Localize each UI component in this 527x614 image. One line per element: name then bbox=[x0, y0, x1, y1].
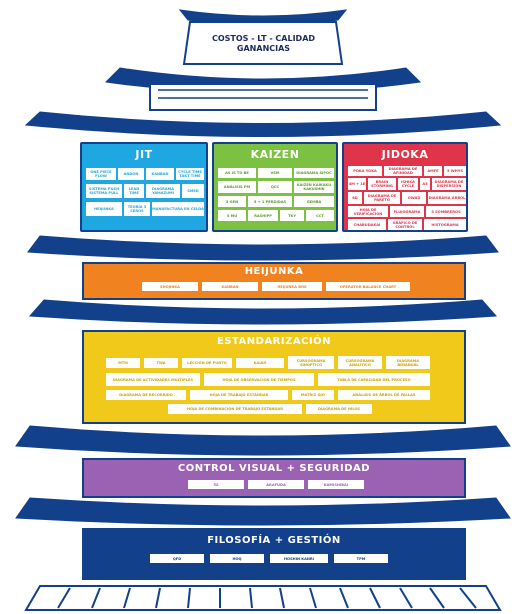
estandarizacion-item: TABLA DE CAPACIDAD DEL PROCESO bbox=[318, 373, 430, 386]
estandarizacion-item: ANÁLISIS DE ÁRBOL DE FALLAS bbox=[338, 390, 430, 400]
jidoka-item: 5 WHYS bbox=[444, 166, 466, 176]
jit-item: HEIJUNKA bbox=[86, 202, 122, 216]
estandarizacion-item: HOJA DE OBSERVACIÓN DE TIEMPOS bbox=[204, 373, 314, 386]
title-line-2: GANANCIAS bbox=[236, 44, 291, 53]
heijunka-item: OPERATOR BALANCE CHART bbox=[326, 282, 410, 291]
kaizen-title: KAIZEN bbox=[250, 148, 300, 161]
heijunka-item: SHOJINKA bbox=[142, 282, 198, 291]
jit-item: SMED bbox=[182, 184, 204, 198]
estandarizacion-item: KAIAH bbox=[236, 358, 284, 368]
kaizen-item: QCC bbox=[258, 181, 292, 193]
estandarizacion-item: LECCIÓN DE PUNTO bbox=[182, 358, 232, 368]
kaizen-item: DIAGRAMA SIPOC bbox=[294, 168, 334, 178]
control-item: KAMISHIBAI bbox=[308, 480, 364, 489]
estandarizacion-item: DIAGRAMA BIMANUAL bbox=[386, 356, 430, 369]
kaizen-item: RASHIPP bbox=[248, 210, 278, 221]
pagoda-title: COSTOS - LT - CALIDAD GANANCIAS bbox=[0, 34, 527, 54]
filosofia-item: QFD bbox=[150, 554, 204, 563]
jit-title: JIT bbox=[135, 148, 153, 161]
control-band: CONTROL VISUAL + SEGURIDAD 5S ARAFUDA KA… bbox=[82, 458, 466, 498]
jidoka-item: 5 SOMBREROS bbox=[426, 206, 466, 217]
jidoka-item: POKA YOKA bbox=[348, 166, 382, 176]
kaizen-item: GEMBA bbox=[294, 196, 334, 207]
heijunka-item: KANBAN bbox=[202, 282, 258, 291]
jidoka-item: DIAGRAMA DE DISPERSIÓN bbox=[432, 178, 466, 190]
filosofia-band: FILOSOFÍA + GESTIÓN QFD HOQ HOSHIN KANRI… bbox=[82, 528, 466, 580]
heijunka-item: HEIJUNKA BOX bbox=[262, 282, 322, 291]
title-line-1: COSTOS - LT - CALIDAD bbox=[211, 34, 316, 43]
filosofia-item: HOSHIN KANRI bbox=[270, 554, 328, 563]
jit-item: ANDON bbox=[118, 168, 144, 180]
estandarizacion-item: TWA bbox=[144, 358, 178, 368]
jidoka-item: A3 bbox=[420, 178, 430, 190]
jidoka-item: GRÁFICO DE CONTROL bbox=[388, 219, 422, 230]
jidoka-item: OWAD bbox=[402, 192, 426, 204]
jidoka-item: HISTOGRAMA bbox=[424, 219, 466, 230]
kaizen-item: TKY bbox=[280, 210, 304, 221]
filosofia-item: TPM bbox=[334, 554, 388, 563]
filosofia-item: HOQ bbox=[210, 554, 264, 563]
kaizen-item: ANÁLISIS PM bbox=[218, 181, 256, 193]
control-item: ARAFUDA bbox=[248, 480, 304, 489]
kaizen-item: 5 MU bbox=[218, 210, 246, 221]
estandarizacion-item: DIAGRAMA DE HILOS bbox=[306, 404, 372, 414]
estandarizacion-title: ESTANDARIZACIÓN bbox=[216, 336, 332, 347]
jit-item: KANBAN bbox=[146, 168, 174, 180]
jidoka-item: ISHIKA CYCLE bbox=[398, 178, 418, 190]
jit-item: LEAD TIME bbox=[124, 184, 144, 198]
jidoka-item: AMFE bbox=[424, 166, 442, 176]
filosofia-title: FILOSOFÍA + GESTIÓN bbox=[207, 535, 341, 546]
estandarizacion-item: CURSOGRAMA SINÓPTICO bbox=[288, 356, 334, 369]
estandarizacion-item: HOJA DE TRABAJO ESTÁNDAR bbox=[190, 390, 288, 400]
kaizen-pillar: KAIZEN AS IS TO BE VSM DIAGRAMA SIPOC AN… bbox=[212, 142, 338, 232]
jidoka-item: 8D bbox=[348, 192, 362, 204]
jit-item: ONE PIECE FLOW bbox=[86, 168, 116, 180]
estandarizacion-item: DIAGRAMA DE RECORRIDO bbox=[106, 390, 186, 400]
heijunka-title: HEIJUNKA bbox=[244, 266, 304, 277]
jit-item: CYCLE TIME TAKT TIME bbox=[176, 168, 204, 180]
jit-item: MANUFACTURA EN CELDA bbox=[152, 202, 204, 216]
jit-pillar: JIT ONE PIECE FLOW ANDON KANBAN CYCLE TI… bbox=[80, 142, 208, 232]
jidoka-item: DIAGRAMA DE AFINIDAD bbox=[384, 166, 422, 176]
kaizen-item: AS IS TO BE bbox=[218, 168, 256, 178]
jidoka-title: JIDOKA bbox=[381, 148, 429, 161]
jidoka-item: HOJA DE VERIFICACIÓN bbox=[348, 206, 388, 217]
estandarizacion-item: MTM bbox=[106, 358, 140, 368]
jidoka-item: CHABUDAKAI bbox=[348, 219, 386, 230]
estandarizacion-item: DIAGRAMA DE ACTIVIDADES MÚLTIPLES bbox=[106, 373, 200, 386]
jit-item: DIAGRAMA YAMAZUMI bbox=[146, 184, 180, 198]
jit-item: SISTEMA PUSH SISTEMA PULL bbox=[86, 184, 122, 198]
kaizen-item: 3 GEN bbox=[218, 196, 246, 207]
jidoka-item: 4M + 1E bbox=[348, 178, 366, 190]
control-title: CONTROL VISUAL + SEGURIDAD bbox=[177, 463, 371, 474]
jidoka-item: DIAGRAMA DE PARETO bbox=[364, 192, 400, 204]
kaizen-item: CCT bbox=[306, 210, 334, 221]
estandarizacion-item: HOJA DE COMBINACIÓN DE TRABAJO ESTÁNDAR bbox=[168, 404, 302, 414]
kaizen-item: KAIZEN KAIKAKU KAKUSHIN bbox=[294, 181, 334, 193]
jidoka-item: BRAIN STORMING bbox=[368, 178, 396, 190]
estandarizacion-band: ESTANDARIZACIÓN MTM TWA LECCIÓN DE PUNTO… bbox=[82, 330, 466, 424]
jidoka-item: DIAGRAMA ÁRBOL bbox=[428, 192, 466, 204]
estandarizacion-item: MATRIZ QJO bbox=[292, 390, 334, 400]
kaizen-item: 5 + 1 PÉRDIDAS bbox=[248, 196, 292, 207]
jit-item: TEORÍA 3 CEROS bbox=[124, 202, 150, 216]
jidoka-pillar: JIDOKA POKA YOKA DIAGRAMA DE AFINIDAD AM… bbox=[342, 142, 468, 232]
control-item: 5S bbox=[188, 480, 244, 489]
kaizen-item: VSM bbox=[258, 168, 292, 178]
estandarizacion-item: CURSOGRAMA ANALÍTICO bbox=[338, 356, 382, 369]
heijunka-band: HEIJUNKA SHOJINKA KANBAN HEIJUNKA BOX OP… bbox=[82, 262, 466, 300]
jidoka-item: FLUJOGRAMA bbox=[390, 206, 424, 217]
